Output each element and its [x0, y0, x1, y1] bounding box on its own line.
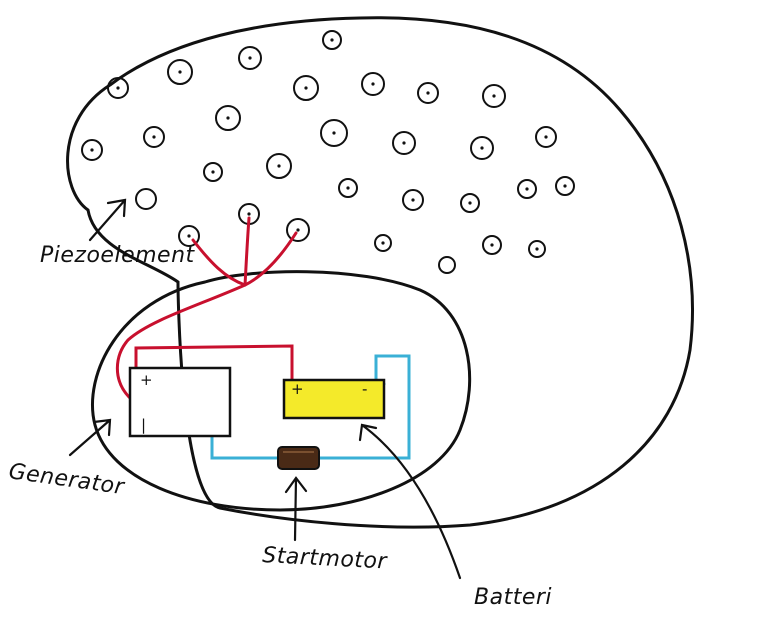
- piezo-element-18: [338, 178, 358, 198]
- piezo-element-center-dot: [116, 86, 120, 90]
- piezo-element-16: [203, 162, 223, 182]
- piezo-element-11: [81, 139, 103, 161]
- piezo-element-center-dot: [248, 56, 252, 60]
- piezo-element-2: [238, 46, 262, 70]
- piezo-element-23: [135, 188, 157, 210]
- label-batteri: Batteri: [474, 585, 552, 610]
- piezo-element-center-dot: [296, 228, 300, 232]
- piezo-element-center-dot: [480, 146, 484, 150]
- piezo-element-center-dot: [152, 135, 156, 139]
- piezo-element-center-dot: [330, 38, 334, 42]
- piezo-element-1: [322, 30, 342, 50]
- piezo-element-center-dot: [332, 131, 336, 135]
- piezo-element-center-dot: [544, 135, 548, 139]
- red-wire-top: [134, 344, 294, 382]
- annotation-arrows: [68, 198, 462, 580]
- piezo-element-28: [482, 235, 502, 255]
- piezo-element-10: [143, 126, 165, 148]
- piezo-element-center-dot: [247, 212, 251, 216]
- label-startmotor: Startmotor: [262, 543, 389, 575]
- piezo-element-19: [402, 189, 424, 211]
- piezo-element-14: [470, 136, 494, 160]
- piezo-element-22: [555, 176, 575, 196]
- piezo-element-8: [482, 84, 506, 108]
- piezo-element-4: [107, 77, 129, 99]
- piezo-element-center-dot: [468, 201, 472, 205]
- generator-minus-sign: |: [141, 416, 146, 434]
- startmotor-body: [277, 446, 320, 470]
- battery-minus-sign: -: [362, 380, 367, 398]
- piezo-element-20: [460, 193, 480, 213]
- red-wire-trunk: [115, 283, 247, 400]
- piezo-arrow-icon: [88, 198, 127, 242]
- label-piezoelement: Piezoelement: [40, 243, 196, 268]
- red-wire-2: [243, 216, 251, 287]
- piezo-element-27: [374, 234, 392, 252]
- red-wire-1: [191, 238, 247, 287]
- piezo-element-13: [392, 131, 416, 155]
- generator-area-outline: [91, 270, 472, 512]
- piezo-element-9: [215, 105, 241, 131]
- piezo-element-6: [361, 72, 385, 96]
- piezo-element-21: [517, 179, 537, 199]
- piezo-element-center-dot: [402, 141, 406, 145]
- piezo-element-center-dot: [226, 116, 230, 120]
- piezo-element-26: [286, 218, 310, 242]
- battery-box: [282, 378, 386, 420]
- piezo-element-25: [178, 225, 200, 247]
- piezo-element-15: [535, 126, 557, 148]
- startmotor-arrow-icon: [284, 476, 308, 542]
- piezo-element-30: [438, 256, 456, 274]
- generator-plus-sign: +: [140, 371, 153, 389]
- piezo-element-center-dot: [525, 187, 529, 191]
- piezo-element-12: [320, 119, 348, 147]
- piezo-element-center-dot: [277, 164, 281, 168]
- piezo-element-center-dot: [411, 198, 415, 202]
- piezo-element-3: [167, 59, 193, 85]
- piezo-element-7: [417, 82, 439, 104]
- piezo-element-center-dot: [90, 148, 94, 152]
- piezo-element-center-dot: [492, 94, 496, 98]
- piezo-element-center-dot: [304, 86, 308, 90]
- blue-wire-generator: [210, 434, 279, 460]
- piezo-element-center-dot: [426, 91, 430, 95]
- piezo-element-center-dot: [371, 82, 375, 86]
- piezo-element-center-dot: [178, 70, 182, 74]
- red-wires: [115, 216, 298, 400]
- piezo-element-center-dot: [381, 241, 385, 245]
- piezo-element-center-dot: [535, 247, 539, 251]
- piezo-elements-group: [81, 30, 575, 274]
- label-generator: Generator: [7, 459, 127, 500]
- piezo-element-center-dot: [211, 170, 215, 174]
- piezo-element-17: [266, 153, 292, 179]
- piezo-element-center-dot: [187, 234, 191, 238]
- piezo-element-5: [293, 75, 319, 101]
- red-wire-3: [243, 231, 298, 287]
- piezo-element-center-dot: [563, 184, 567, 188]
- generator-arrow-icon: [68, 418, 112, 457]
- batteri-arrow-icon: [358, 423, 462, 580]
- piezo-element-center-dot: [490, 243, 494, 247]
- generator-box: [128, 366, 232, 438]
- battery-plus-sign: +: [291, 380, 304, 398]
- piezo-element-center-dot: [346, 186, 350, 190]
- piezo-area-outline: [66, 16, 694, 529]
- piezo-element-29: [528, 240, 546, 258]
